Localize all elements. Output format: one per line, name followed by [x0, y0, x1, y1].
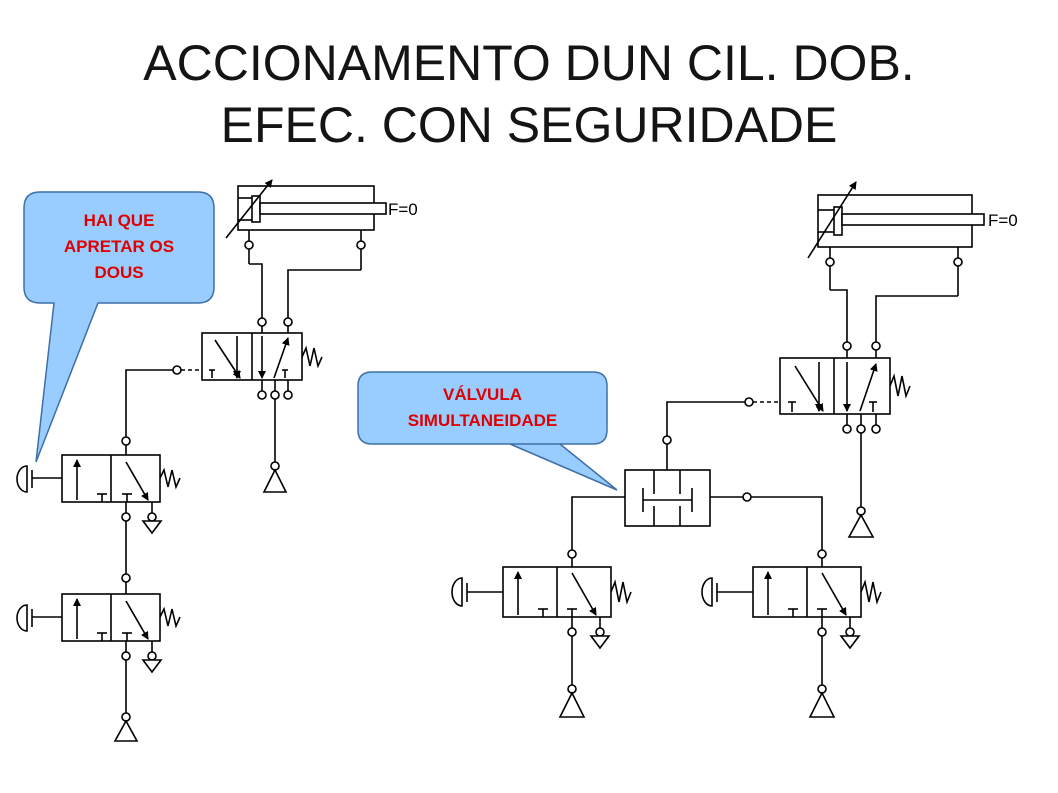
page-title: ACCIONAMENTO DUN CIL. DOB. EFEC. CON SEG…: [0, 32, 1058, 156]
left-callout-line-2: APRETAR OS: [63, 237, 175, 256]
left-directional-valve: [201, 332, 323, 381]
left-push-button-valve-1: [16, 454, 181, 503]
left-callout-text: HAI QUE APRETAR OS DOUS: [24, 208, 214, 286]
title-line-1: ACCIONAMENTO DUN CIL. DOB.: [143, 35, 915, 91]
right-callout-bubble: [357, 371, 618, 491]
left-push-button-valve-2: [16, 593, 181, 642]
left-circuit: F=0: [16, 179, 418, 742]
right-directional-valve: [779, 357, 911, 415]
right-double-acting-cylinder: [807, 181, 985, 259]
right-push-button-valve-2: [701, 566, 882, 618]
left-callout-line-1: HAI QUE: [83, 211, 155, 230]
title-line-2: EFEC. CON SEGURIDADE: [220, 97, 838, 153]
right-callout-line-1: VÁLVULA: [442, 385, 522, 404]
right-callout-line-2: SIMULTANEIDADE: [407, 411, 558, 430]
right-circuit: F=0: [451, 181, 1018, 718]
right-cylinder-force-label: F=0: [988, 211, 1018, 230]
right-callout-text: VÁLVULA SIMULTANEIDADE: [358, 382, 607, 434]
simultaneity-valve: [624, 469, 711, 527]
right-push-button-valve-1: [451, 566, 632, 618]
left-callout-line-3: DOUS: [94, 263, 144, 282]
left-callout-bubble: [23, 191, 215, 463]
left-cylinder-force-label: F=0: [388, 200, 418, 219]
left-double-acting-cylinder: [225, 179, 387, 239]
